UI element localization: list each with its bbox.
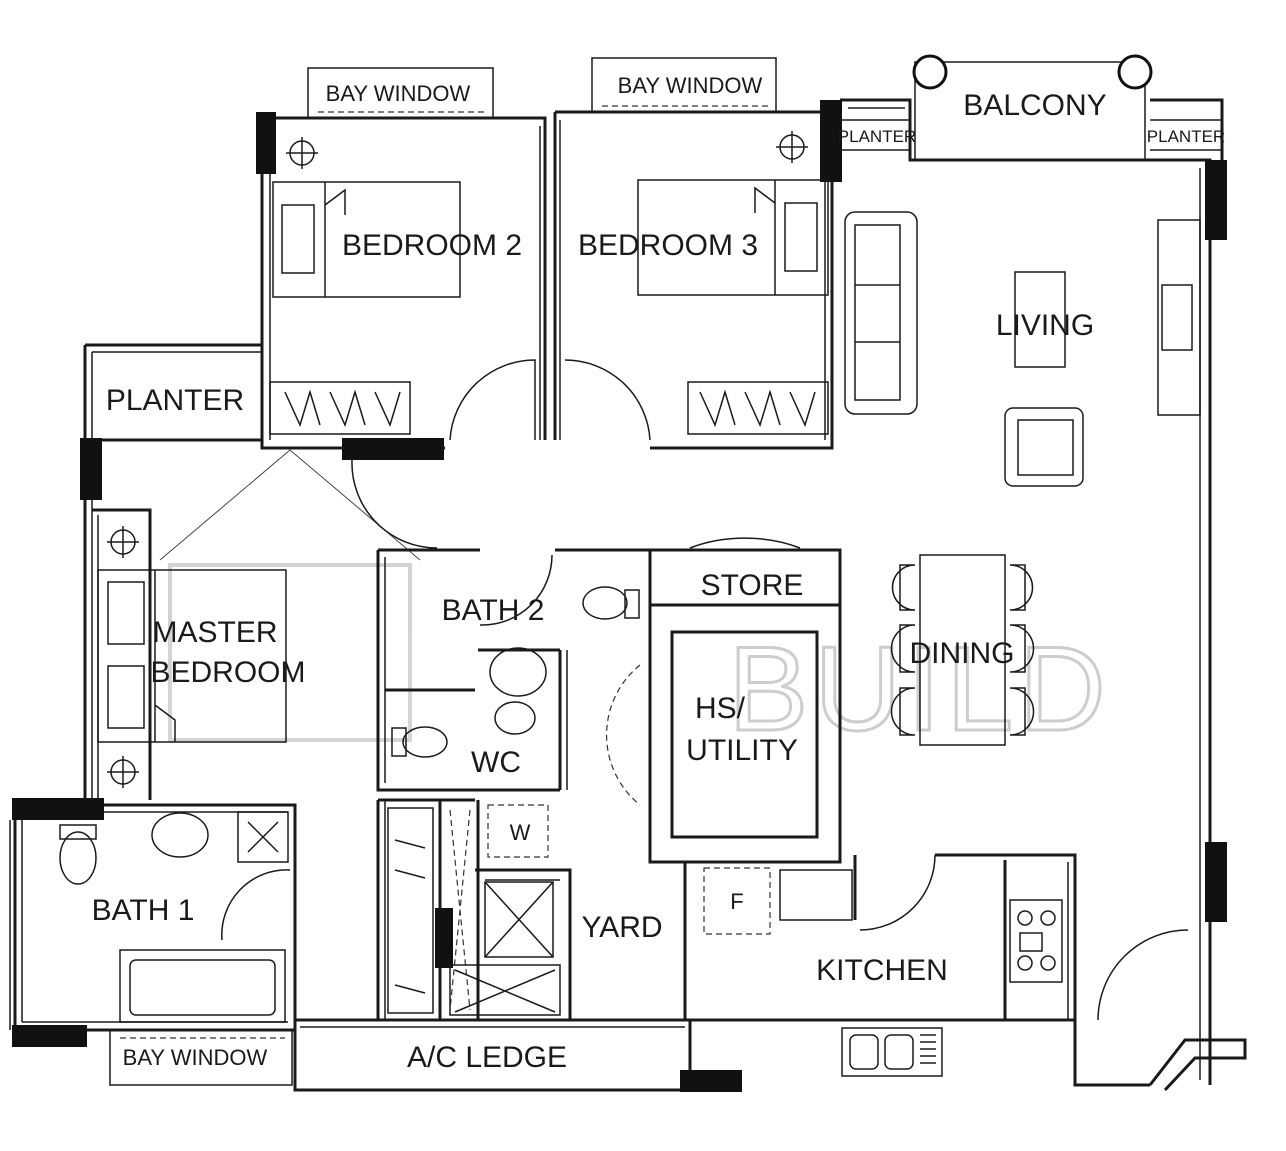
label-planter: PLANTER bbox=[106, 384, 244, 417]
label-living: LIVING bbox=[996, 309, 1094, 342]
coffee-table bbox=[1014, 271, 1066, 368]
label-bay-window-bath1: BAY WINDOW bbox=[123, 1045, 268, 1070]
columns bbox=[12, 54, 1227, 1092]
label-planter-balcony-right: PLANTER bbox=[1147, 127, 1225, 146]
label-master-bedroom-2: BEDROOM bbox=[150, 656, 305, 689]
bed-bedroom2 bbox=[272, 181, 461, 298]
kitchen-sink bbox=[841, 1027, 943, 1077]
kitchen-cabinet bbox=[779, 869, 853, 921]
ceiling-fan-icon-bedroom2 bbox=[286, 137, 318, 169]
label-hs-utility-2: UTILITY bbox=[686, 734, 798, 767]
ceiling-fan-icon-master-bottom bbox=[107, 756, 139, 788]
ceiling-fan-icon-bedroom3 bbox=[776, 131, 808, 163]
label-bath1: BATH 1 bbox=[92, 894, 195, 927]
wardrobe-bedroom2 bbox=[269, 381, 411, 435]
label-balcony: BALCONY bbox=[963, 89, 1106, 122]
watermark-text: BUILD bbox=[728, 622, 1111, 756]
furniture bbox=[59, 179, 1201, 1077]
label-bay-window-bedroom2: BAY WINDOW bbox=[326, 81, 471, 106]
room-labels: BEDROOM 2 BEDROOM 3 LIVING BALCONY PLANT… bbox=[92, 73, 1226, 1074]
label-store: STORE bbox=[701, 569, 804, 602]
label-kitchen: KITCHEN bbox=[816, 954, 948, 987]
label-ac-ledge: A/C LEDGE bbox=[407, 1041, 567, 1074]
basin-wc bbox=[494, 701, 536, 735]
label-master-bedroom-1: MASTER bbox=[152, 616, 277, 649]
label-planter-balcony-left: PLANTER bbox=[838, 127, 916, 146]
basin-bath2 bbox=[489, 647, 547, 697]
yard-sink bbox=[484, 881, 554, 958]
sofa bbox=[844, 211, 918, 415]
label-bath2: BATH 2 bbox=[442, 594, 545, 627]
label-fridge: F bbox=[730, 889, 743, 914]
wardrobe-bedroom3 bbox=[687, 381, 829, 435]
toilet-bath2 bbox=[582, 586, 628, 620]
bathtub bbox=[119, 949, 286, 1023]
watermark: BUILD bbox=[159, 449, 1111, 758]
toilet-wc bbox=[402, 726, 448, 758]
basin-bath1 bbox=[151, 812, 209, 858]
fridge bbox=[703, 867, 771, 935]
shower-bath1 bbox=[237, 811, 289, 863]
balcony-pillar-right bbox=[1117, 54, 1153, 90]
balcony-pillar-left bbox=[912, 54, 948, 90]
label-bay-window-bedroom3: BAY WINDOW bbox=[618, 73, 763, 98]
label-bedroom2: BEDROOM 2 bbox=[342, 229, 522, 262]
toilet-bath1 bbox=[59, 831, 97, 885]
armchair bbox=[1004, 407, 1084, 487]
label-hs-utility-1: HS/ bbox=[695, 692, 746, 725]
bed-bedroom3 bbox=[637, 179, 829, 296]
label-yard: YARD bbox=[581, 911, 662, 944]
washer bbox=[487, 804, 549, 858]
ceiling-fan-icon-master-top bbox=[107, 526, 139, 558]
label-washer: W bbox=[510, 820, 531, 845]
label-wc: WC bbox=[471, 746, 521, 779]
utility-rack bbox=[387, 807, 434, 1014]
door-swings bbox=[221, 359, 1189, 1021]
tv-console bbox=[1157, 219, 1201, 416]
window-frames bbox=[109, 57, 1222, 1086]
label-dining: DINING bbox=[910, 637, 1015, 670]
hob bbox=[1009, 899, 1063, 983]
bed-master bbox=[97, 569, 287, 743]
label-bedroom3: BEDROOM 3 bbox=[578, 229, 758, 262]
ceiling-fixtures bbox=[107, 131, 808, 788]
dining-table bbox=[919, 554, 1006, 746]
